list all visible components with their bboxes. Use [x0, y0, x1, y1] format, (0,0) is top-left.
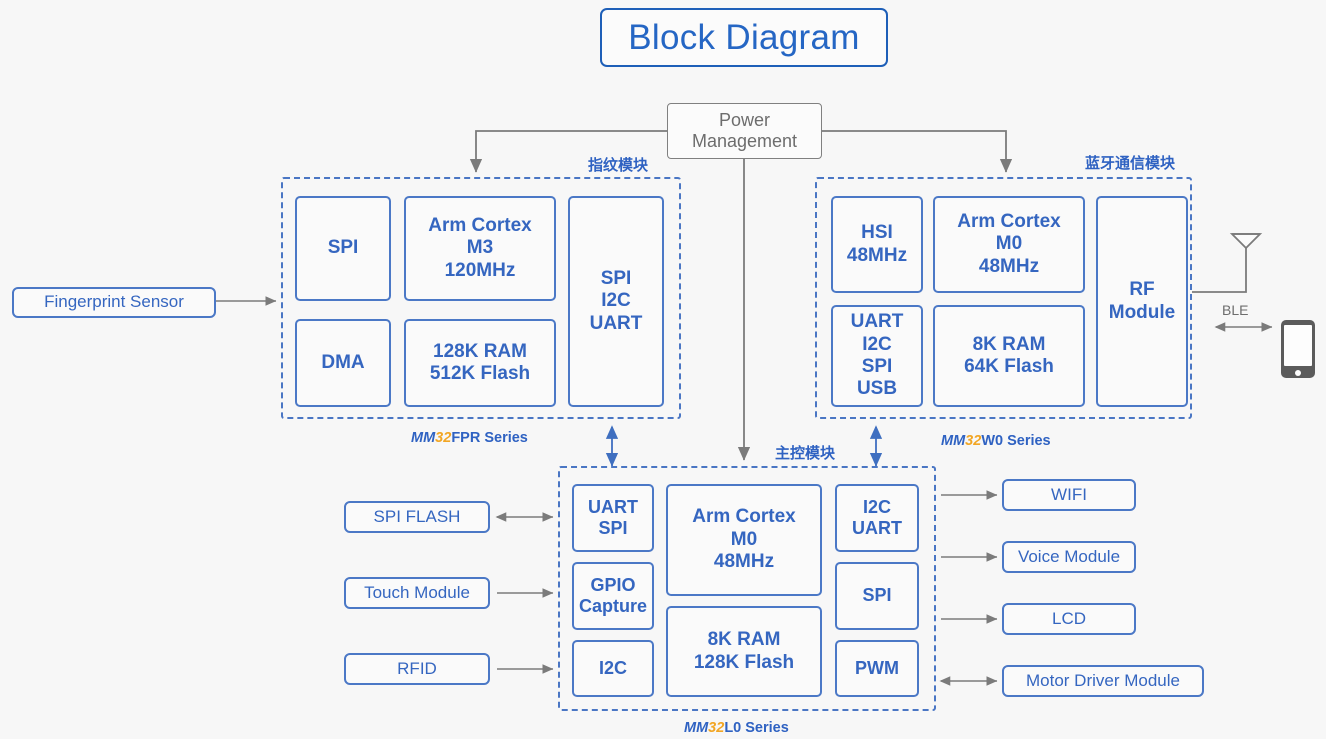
peripheral-touch-module[interactable]: Touch Module — [344, 577, 490, 609]
w0-core-label: Arm Cortex M0 48MHz — [957, 210, 1061, 277]
peripheral-wifi[interactable]: WIFI — [1002, 479, 1136, 511]
w0-interface-block[interactable]: UART I2C SPI USB — [831, 305, 923, 407]
l0-uart-spi-label: UART SPI — [588, 496, 638, 538]
fpr-series-label: MM32FPR Series — [411, 430, 528, 446]
l0-spi-block[interactable]: SPI — [835, 562, 919, 630]
l0-uart-spi-block[interactable]: UART SPI — [572, 484, 654, 552]
peripheral-voice-module-label: Voice Module — [1017, 546, 1121, 566]
l0-i2c-uart-block[interactable]: I2C UART — [835, 484, 919, 552]
l0-series-label: MM32L0 Series — [684, 720, 789, 736]
w0-rf-label: RF Module — [1108, 279, 1176, 323]
w0-core-block[interactable]: Arm Cortex M0 48MHz — [933, 196, 1085, 293]
l0-i2c-label: I2C — [598, 657, 627, 678]
l0-i2c-block[interactable]: I2C — [572, 640, 654, 697]
fpr-interface-block[interactable]: SPI I2C UART — [568, 196, 664, 407]
page-title: Block Diagram — [600, 8, 888, 67]
l0-core-block[interactable]: Arm Cortex M0 48MHz — [666, 484, 822, 596]
fingerprint-module-container — [281, 177, 681, 419]
fpr-core-label: Arm Cortex M3 120MHz — [428, 214, 532, 281]
peripheral-spi-flash-label: SPI FLASH — [373, 506, 461, 526]
fingerprint-sensor-label: Fingerprint Sensor — [44, 292, 184, 312]
main-module-cn-label: 主控模块 — [775, 445, 836, 462]
l0-pwm-label: PWM — [855, 657, 899, 678]
main-module-container — [558, 466, 936, 711]
w0-series-label: MM32W0 Series — [941, 433, 1051, 449]
w0-memory-label: 8K RAM 64K Flash — [964, 333, 1054, 377]
l0-memory-label: 8K RAM 128K Flash — [693, 629, 795, 673]
bluetooth-module-container — [815, 177, 1192, 419]
page-title-text: Block Diagram — [628, 17, 860, 57]
peripheral-motor-driver-module[interactable]: Motor Driver Module — [1002, 665, 1204, 697]
fpr-spi-block[interactable]: SPI — [295, 196, 391, 301]
w0-memory-block[interactable]: 8K RAM 64K Flash — [933, 305, 1085, 407]
fpr-memory-block[interactable]: 128K RAM 512K Flash — [404, 319, 556, 407]
peripheral-touch-module-label: Touch Module — [364, 582, 470, 602]
peripheral-motor-driver-label: Motor Driver Module — [1026, 670, 1180, 690]
fingerprint-module-cn-label: 指纹模块 — [588, 157, 649, 174]
peripheral-voice-module[interactable]: Voice Module — [1002, 541, 1136, 573]
fpr-dma-label: DMA — [321, 351, 365, 373]
w0-interface-label: UART I2C SPI USB — [850, 311, 904, 400]
l0-i2c-uart-label: I2C UART — [852, 496, 902, 538]
bluetooth-module-cn-label: 蓝牙通信模块 — [1085, 155, 1176, 172]
peripheral-wifi-label: WIFI — [1051, 484, 1087, 504]
smartphone-icon — [1281, 320, 1315, 378]
l0-core-label: Arm Cortex M0 48MHz — [692, 506, 796, 573]
l0-gpio-label: GPIO Capture — [578, 574, 647, 616]
peripheral-rfid[interactable]: RFID — [344, 653, 490, 685]
fpr-memory-label: 128K RAM 512K Flash — [429, 340, 531, 384]
peripheral-rfid-label: RFID — [397, 658, 437, 678]
fpr-dma-block[interactable]: DMA — [295, 319, 391, 407]
w0-hsi-label: HSI 48MHz — [846, 222, 908, 266]
l0-gpio-block[interactable]: GPIO Capture — [572, 562, 654, 630]
fingerprint-sensor-block[interactable]: Fingerprint Sensor — [12, 287, 216, 318]
peripheral-spi-flash[interactable]: SPI FLASH — [344, 501, 490, 533]
fpr-spi-label: SPI — [327, 237, 359, 259]
w0-hsi-block[interactable]: HSI 48MHz — [831, 196, 923, 293]
l0-memory-block[interactable]: 8K RAM 128K Flash — [666, 606, 822, 697]
peripheral-lcd-label: LCD — [1051, 608, 1086, 628]
l0-pwm-block[interactable]: PWM — [835, 640, 919, 697]
fpr-core-block[interactable]: Arm Cortex M3 120MHz — [404, 196, 556, 301]
ble-label: BLE — [1222, 302, 1249, 318]
peripheral-lcd[interactable]: LCD — [1002, 603, 1136, 635]
fpr-interface-label: SPI I2C UART — [589, 267, 643, 334]
l0-spi-label: SPI — [862, 585, 892, 606]
w0-rf-block[interactable]: RF Module — [1096, 196, 1188, 407]
